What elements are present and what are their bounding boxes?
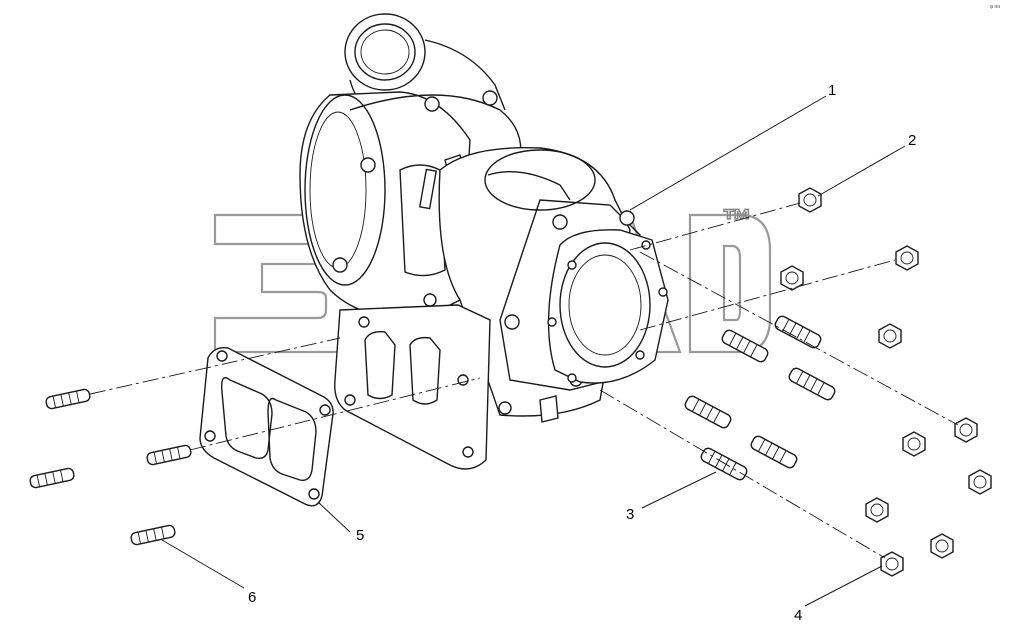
- callout-6: 6: [248, 589, 256, 606]
- callout-3: 3: [626, 506, 634, 523]
- stud: [750, 435, 798, 469]
- nut: [930, 533, 954, 559]
- stud: [130, 524, 176, 546]
- nut: [954, 417, 978, 443]
- nut: [780, 265, 804, 291]
- callouts: 1 2 3 4 5 6: [248, 82, 916, 624]
- stud: [721, 329, 769, 363]
- nut: [865, 497, 889, 523]
- corner-mark: a᷊ ıııı: [990, 4, 1000, 10]
- callout-4: 4: [794, 607, 802, 624]
- nut: [902, 431, 926, 457]
- nut: [895, 245, 919, 271]
- stud: [684, 395, 732, 429]
- nut: [880, 551, 904, 577]
- stud: [29, 467, 75, 489]
- callout-1: 1: [828, 82, 836, 99]
- nut: [968, 469, 992, 495]
- nut: [798, 187, 822, 213]
- stud: [788, 367, 836, 401]
- turbocharger-assembly: [299, 13, 669, 470]
- stud: [146, 444, 192, 466]
- nuts: [780, 187, 992, 577]
- stud: [774, 315, 822, 349]
- callout-2: 2: [908, 132, 916, 149]
- stud: [45, 388, 91, 410]
- leader-lines: [161, 95, 906, 607]
- gasket: [199, 347, 334, 507]
- callout-5: 5: [356, 527, 364, 544]
- assembly-axes: [89, 202, 959, 559]
- nut: [878, 323, 902, 349]
